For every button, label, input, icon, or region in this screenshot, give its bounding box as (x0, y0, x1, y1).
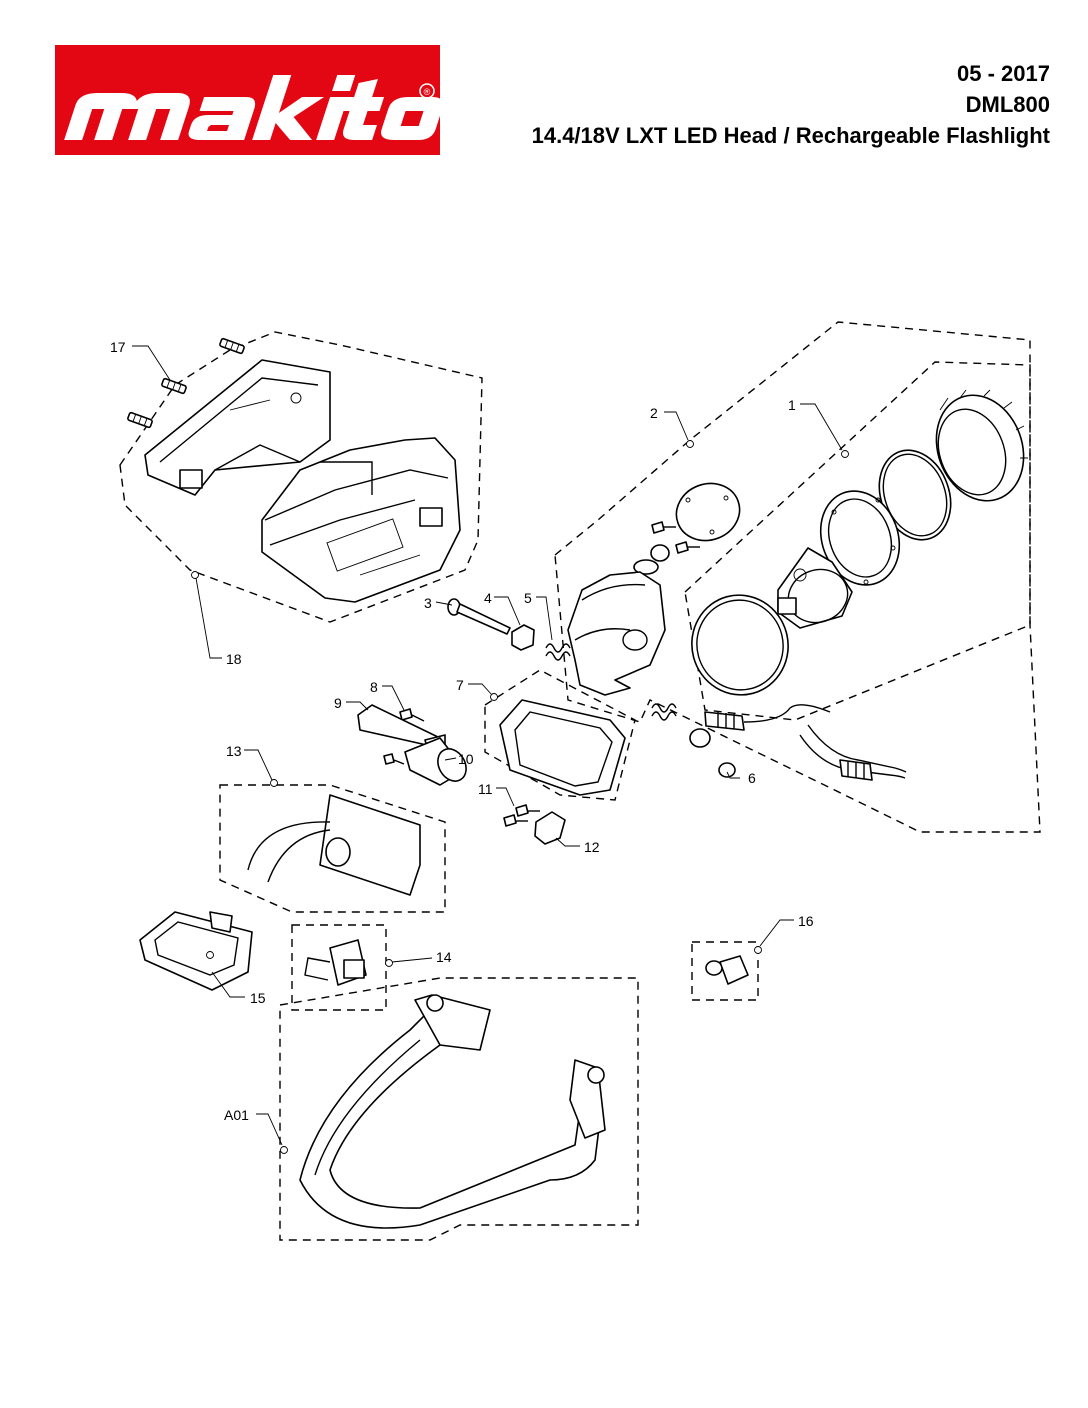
cap-16 (705, 955, 749, 985)
callout-5: 5 (524, 590, 532, 606)
makita-logo: ® (55, 45, 440, 155)
housing-cover (144, 359, 331, 496)
callout-16: 16 (798, 913, 814, 929)
reflector (777, 547, 853, 629)
screw-8 (399, 708, 425, 722)
callout-7: 7 (456, 677, 464, 693)
pin-3 (447, 598, 511, 635)
group-outline-switch-14 (291, 924, 387, 1011)
group-outline-lens-assembly (684, 361, 1031, 721)
callout-9: 9 (334, 695, 342, 711)
lens-plate (819, 490, 901, 586)
document-date: 05 - 2017 (957, 61, 1050, 86)
model-number: DML800 (965, 92, 1050, 117)
terminal-holder-15 (139, 911, 253, 991)
group-outline-part-16 (691, 941, 759, 1001)
callout-3: 3 (424, 595, 432, 611)
group-outline-battery-housing (119, 331, 483, 623)
cord-springs (651, 703, 736, 778)
product-description: 14.4/18V LXT LED Head / Rechargeable Fla… (531, 123, 1050, 148)
spring-5 (545, 643, 571, 661)
screws-17 (127, 337, 245, 429)
nut-4 (511, 624, 535, 651)
o-ring-inner (882, 453, 948, 537)
callout-4: 4 (484, 590, 492, 606)
callout-15: 15 (250, 990, 266, 1006)
callout-18: 18 (226, 651, 242, 667)
callout-1: 1 (788, 397, 796, 413)
group-outline-switch-base (484, 669, 636, 801)
battery-adapter-housing (261, 437, 461, 603)
callout-6: 6 (748, 770, 756, 786)
group-outline-circuit-board (219, 784, 446, 913)
callout-11: 11 (478, 781, 493, 797)
switch-14 (304, 939, 367, 986)
bezel-ring (935, 389, 1028, 502)
callout-17: 17 (110, 339, 126, 355)
callout-2: 2 (650, 405, 658, 421)
switch-knob-12 (534, 811, 566, 845)
rear-cap-disc (675, 482, 741, 542)
registered-mark: ® (424, 87, 431, 97)
group-outline-headband (279, 977, 639, 1241)
packing-ring (691, 594, 789, 696)
callout-14: 14 (436, 949, 452, 965)
cylinder-10 (404, 737, 467, 786)
group-outline-lamp-head (554, 321, 1041, 833)
power-cord (704, 704, 907, 781)
lamp-housing (567, 571, 666, 696)
headband-a01 (299, 994, 606, 1229)
screws-11 (503, 804, 540, 827)
switch-base-7 (499, 699, 626, 796)
callout-13: 13 (226, 743, 242, 759)
callout-12: 12 (584, 839, 600, 855)
screw-pair (633, 521, 700, 575)
callout-8: 8 (370, 679, 378, 695)
callout-a01: A01 (224, 1107, 249, 1123)
circuit-board-13 (247, 794, 421, 896)
document-header: 05 - 2017 DML800 14.4/18V LXT LED Head /… (532, 58, 1050, 151)
callout-10: 10 (458, 751, 474, 767)
packing-ring-inner (696, 599, 784, 691)
